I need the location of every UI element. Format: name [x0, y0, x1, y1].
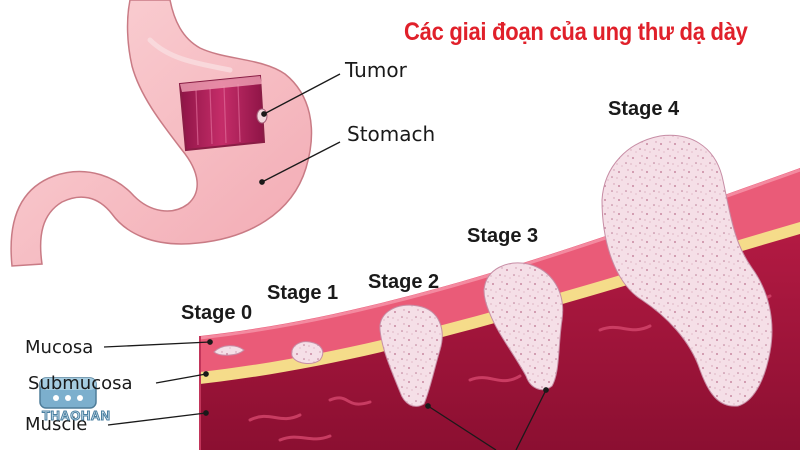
- watermark-text: THAOHAN: [42, 408, 111, 424]
- stomach-illustration: [10, 0, 313, 267]
- tumor-label: Tumor: [345, 58, 407, 82]
- stage1-label: Stage 1: [267, 282, 339, 304]
- tumor-stage4: [601, 134, 773, 407]
- tumor-stage0: [213, 345, 245, 356]
- mucosa-label: Mucosa: [25, 337, 94, 358]
- stomach-leader-line: [261, 141, 341, 183]
- tumor-leader-line: [263, 73, 341, 115]
- tumor-stage3: [483, 262, 564, 391]
- stage2-lower-leader-line: [427, 405, 497, 450]
- stage0-label: Stage 0: [181, 302, 253, 324]
- submucosa-layer: [200, 220, 800, 384]
- tumor-stage2: [379, 304, 443, 407]
- stomach-shape: [10, 0, 313, 267]
- mucosa-layer: [200, 168, 800, 372]
- submucosa-label: Submucosa: [28, 373, 133, 394]
- stage4-label: Stage 4: [608, 98, 680, 120]
- stomach-opening: [178, 74, 266, 152]
- muscle-label: Muscle: [25, 414, 88, 435]
- leader-lines: [103, 73, 549, 450]
- submucosa-leader-line: [155, 373, 207, 384]
- mucosa-leader-line: [103, 341, 211, 348]
- stage2-label: Stage 2: [368, 271, 440, 293]
- stage3-lower-leader-line: [515, 389, 547, 450]
- stage3-label: Stage 3: [467, 225, 539, 247]
- stomach-label: Stomach: [347, 122, 436, 146]
- diagram-title: Các giai đoạn của ung thư dạ dày: [404, 18, 748, 46]
- watermark-logo: [39, 377, 97, 409]
- muscle-leader-line: [107, 412, 207, 426]
- tumor-stage1: [291, 341, 324, 364]
